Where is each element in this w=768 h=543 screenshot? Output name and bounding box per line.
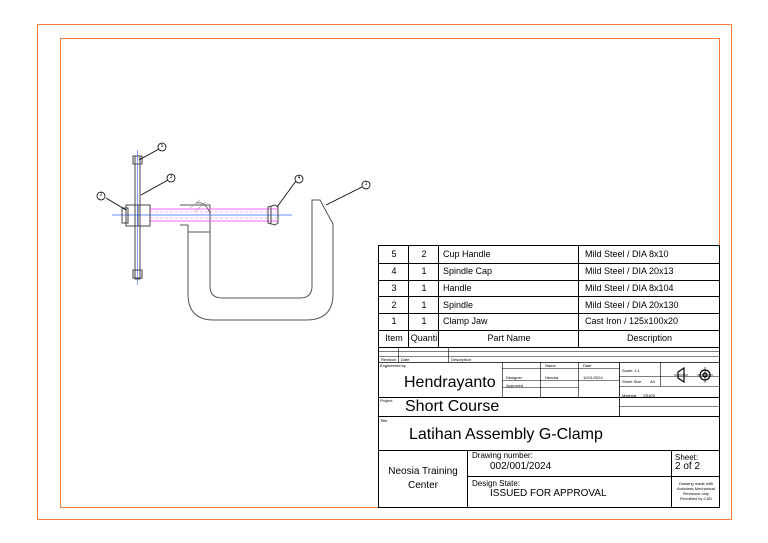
drawing-number-label: Drawing number: [472, 451, 533, 460]
sheet-label: Sheet: [675, 453, 699, 462]
cad-note-line-4: Permitted by CAD [679, 496, 712, 501]
sheet-size-label: Sheet Size [622, 379, 642, 384]
project-value: Short Course [405, 398, 500, 415]
bom-row-desc: Mild Steel / DIA 8x104 [585, 283, 674, 293]
balloon-2-label: 2 [99, 192, 103, 198]
bom-row-item: 3 [391, 283, 397, 293]
bom-row-qty: 2 [421, 249, 427, 259]
spindle-shape [112, 199, 292, 222]
engineered-label: Engineered by [380, 363, 406, 368]
approved-label: Approved [506, 383, 524, 388]
design-state-label: Design State: [472, 479, 521, 488]
bom-row-qty: 1 [421, 266, 427, 276]
drawing-number-value: 002/001/2024 [490, 461, 552, 472]
company-line-1: Neosia Training [388, 466, 458, 477]
sheet-size-value: A4 [650, 379, 655, 384]
balloon-circles [96, 142, 371, 201]
bom-row-desc: Mild Steel / DIA 8x10 [585, 249, 669, 259]
bom-row-part: Cup Handle [443, 249, 491, 259]
name-header: Name [545, 363, 556, 368]
scale-label: Scale: 1:1 [622, 368, 640, 373]
drawing-title: Latihan Assembly G-Clamp [409, 426, 603, 443]
title-label: Title [380, 418, 388, 423]
bom-row-part: Handle [443, 283, 472, 293]
company-line-2: Center [407, 480, 438, 491]
leader-lines [105, 148, 363, 211]
engineer-name: Hendrayanto [404, 374, 496, 391]
project-label: Project [380, 398, 393, 403]
date-header: Date [583, 363, 592, 368]
cad-note-line-2: Autodesk Mechanical [676, 486, 716, 491]
cad-note-line-3: Revisions only [683, 491, 709, 496]
clamp-jaw-shape [180, 199, 334, 321]
designer-label: Designer [506, 375, 523, 380]
bom-row-part: Spindle [443, 300, 474, 310]
material-value: SS400 [643, 393, 656, 398]
bom-row-desc: Cast Iron / 125x100x20 [585, 316, 679, 326]
bom-header-item: Item [385, 333, 403, 343]
bom-row-desc: Mild Steel / DIA 20x13 [585, 266, 674, 276]
balloon-5-label: 5 [160, 143, 164, 149]
handle-block-shape [121, 204, 151, 227]
bom-row-part: Clamp Jaw [443, 316, 488, 326]
designer-name: Hendra [545, 375, 559, 380]
designer-date: 11/01/2024 [583, 375, 603, 380]
bom-header-qty: Quanti [410, 333, 438, 343]
bom-row-part: Spindle Cap [443, 266, 493, 276]
bom-row-item: 1 [391, 316, 397, 326]
spindle-cap-shape [267, 204, 279, 226]
bom-header-part: Part Name [487, 333, 531, 343]
material-label: Material: [622, 393, 638, 398]
bom-row-item: 2 [391, 300, 397, 310]
bom-row-qty: 1 [421, 283, 427, 293]
sheet-border [37, 24, 732, 520]
handle-bar-shape [132, 150, 143, 285]
balloon-3-label: 3 [169, 174, 173, 180]
cad-note-line-1: Drawing made with [678, 481, 713, 486]
description-label: Description [451, 357, 472, 362]
date-label: Date [401, 357, 410, 362]
bom-header-desc: Description [626, 333, 673, 343]
design-state-value: ISSUED FOR APPROVAL [490, 488, 607, 499]
revision-label: Revision [381, 357, 397, 362]
bom-row-desc: Mild Steel / DIA 20x130 [585, 300, 679, 310]
bom-row-qty: 1 [421, 316, 427, 326]
bom-row-item: 5 [391, 249, 397, 259]
sheet-value: 2 of 2 [675, 461, 701, 472]
balloon-1-label: 1 [364, 181, 368, 187]
bom-row-item: 4 [391, 266, 397, 276]
bom-row-qty: 1 [421, 300, 427, 310]
projection-symbol-icon [674, 366, 713, 384]
balloon-4-label: 4 [297, 175, 301, 181]
